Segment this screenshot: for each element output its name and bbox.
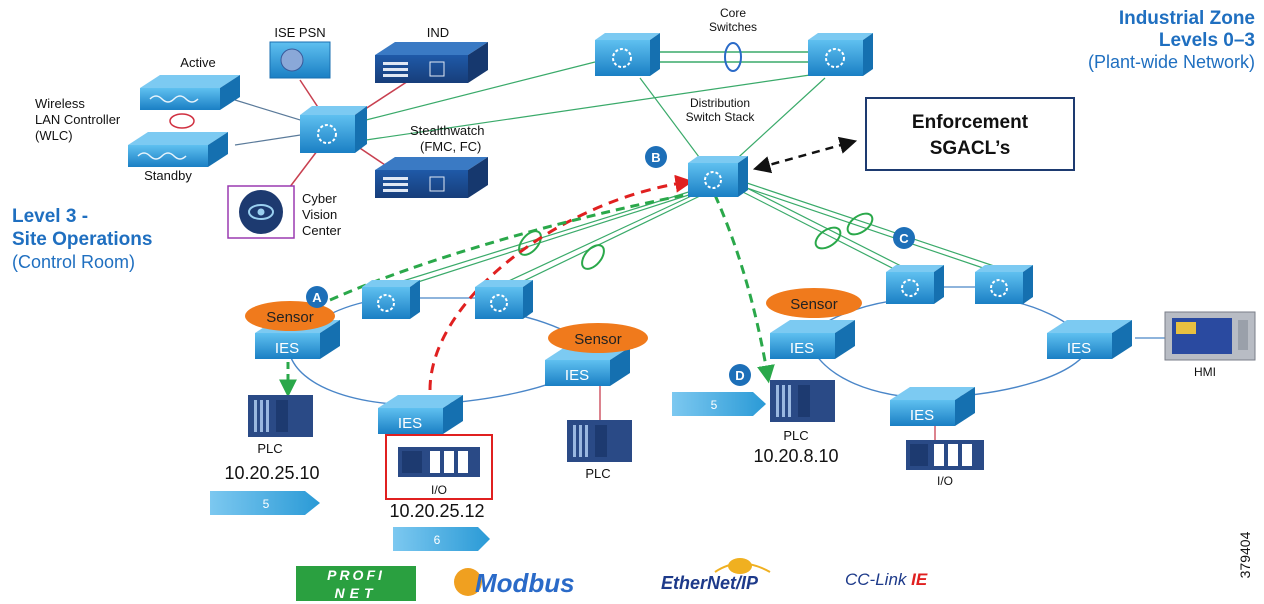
step-6-label: 6 bbox=[434, 533, 441, 547]
ethernetip-text: EtherNet/IP bbox=[661, 573, 759, 593]
wlc-active bbox=[140, 75, 240, 110]
zone-title: Industrial Zone bbox=[1119, 8, 1255, 29]
access-switch-left-b bbox=[475, 280, 533, 319]
zone-subtitle: (Plant-wide Network) bbox=[1088, 52, 1255, 72]
plc-left-label: PLC bbox=[257, 441, 282, 456]
io-label: I/O bbox=[431, 483, 447, 497]
sensor-right bbox=[766, 288, 862, 318]
enforcement-label: Enforcement bbox=[912, 112, 1029, 133]
sensor-left-label: Sensor bbox=[266, 309, 314, 326]
profinet-logo bbox=[296, 566, 416, 601]
ise-psn-label: ISE PSN bbox=[274, 25, 325, 40]
ies-bottom-label: IES bbox=[398, 415, 422, 432]
access-switch-right-b bbox=[975, 265, 1033, 304]
cvc-label-3: Center bbox=[302, 223, 342, 238]
link-bundles bbox=[169, 42, 874, 270]
level3-site-operations: Site Operations bbox=[12, 229, 152, 250]
io-module-highlight bbox=[385, 434, 493, 500]
wlc-standby bbox=[128, 132, 228, 167]
sgacl-label: SGACL’s bbox=[930, 138, 1011, 159]
sensor-middle-label: Sensor bbox=[574, 331, 622, 348]
marker-a-label: A bbox=[312, 290, 322, 305]
wlc-active-label: Active bbox=[180, 55, 215, 70]
ies-middle-label: IES bbox=[565, 367, 589, 384]
ies-io-right-label: IES bbox=[910, 407, 934, 424]
ind-appliance bbox=[375, 42, 488, 83]
marker-d-label: D bbox=[735, 368, 744, 383]
marker-d bbox=[729, 364, 751, 386]
step-arrow-5-right bbox=[672, 392, 766, 416]
dist-label-2: Switch Stack bbox=[686, 110, 756, 124]
ies-right-label: IES bbox=[790, 340, 814, 357]
figure-id: 379404 bbox=[1237, 531, 1253, 578]
core-label-1: Core bbox=[720, 6, 746, 20]
level3-title: Level 3 - bbox=[12, 206, 88, 227]
modbus-text: Modbus bbox=[475, 568, 575, 598]
hmi-panel bbox=[1164, 311, 1256, 361]
step-arrow-5-left bbox=[210, 491, 320, 515]
cvc-label-1: Cyber bbox=[302, 191, 337, 206]
core-switch-left bbox=[595, 33, 660, 76]
plc-middle-label: PLC bbox=[585, 466, 610, 481]
sensor-right-label: Sensor bbox=[790, 296, 838, 313]
ies-switch-middle bbox=[545, 347, 630, 386]
stealthwatch-label: Stealthwatch bbox=[410, 123, 484, 138]
stealthwatch-sublabel: (FMC, FC) bbox=[420, 139, 481, 154]
flow-arrows bbox=[279, 136, 858, 398]
ies-switch-io-right bbox=[890, 387, 975, 426]
zone-levels: Levels 0–3 bbox=[1159, 30, 1255, 51]
access-switch-left-a bbox=[362, 280, 420, 319]
ise-psn-server bbox=[269, 41, 331, 79]
level3-control-room: (Control Room) bbox=[12, 252, 135, 272]
marker-c-label: C bbox=[899, 231, 909, 246]
plc-left-ip: 10.20.25.10 bbox=[224, 463, 319, 483]
profinet-line2: NET bbox=[335, 585, 378, 601]
plc-left bbox=[248, 395, 313, 437]
stealthwatch-appliance bbox=[375, 157, 488, 198]
ies-switch-bottom bbox=[378, 395, 463, 434]
sensor-left bbox=[245, 301, 335, 331]
ethernetip-logo bbox=[714, 558, 771, 574]
io-module-right bbox=[906, 440, 984, 470]
control-room-switch bbox=[300, 106, 367, 153]
core-label-2: Switches bbox=[709, 20, 757, 34]
plc-right-ip: 10.20.8.10 bbox=[753, 446, 838, 466]
marker-c bbox=[893, 227, 915, 249]
plc-middle bbox=[567, 420, 632, 462]
cyber-vision-center bbox=[227, 185, 295, 239]
access-switch-right-a bbox=[886, 265, 944, 304]
ies-switch-right-sensor bbox=[770, 320, 855, 359]
wlc-standby-label: Standby bbox=[144, 168, 192, 183]
ies-hmi-label: IES bbox=[1067, 340, 1091, 357]
plc-right-label: PLC bbox=[783, 428, 808, 443]
dist-label-1: Distribution bbox=[690, 96, 750, 110]
hmi-label: HMI bbox=[1194, 365, 1216, 379]
io-ip: 10.20.25.12 bbox=[389, 501, 484, 521]
profinet-line1: PROFI bbox=[327, 567, 385, 583]
step-5-left-label: 5 bbox=[263, 497, 270, 511]
ies-left-label: IES bbox=[275, 340, 299, 357]
cvc-label-2: Vision bbox=[302, 207, 337, 222]
ind-label: IND bbox=[427, 25, 449, 40]
wlc-label-1: Wireless bbox=[35, 96, 85, 111]
plc-right bbox=[770, 380, 835, 422]
distribution-switch-stack bbox=[688, 156, 748, 197]
ies-switch-hmi bbox=[1047, 320, 1132, 359]
core-switch-right bbox=[808, 33, 873, 76]
marker-a bbox=[306, 286, 328, 308]
wlc-label-2: LAN Controller bbox=[35, 112, 121, 127]
sensor-middle bbox=[548, 323, 648, 353]
enforcement-box bbox=[865, 97, 1075, 171]
marker-b bbox=[645, 146, 667, 168]
modbus-logo bbox=[454, 568, 482, 596]
step-5-right-label: 5 bbox=[711, 398, 718, 412]
marker-b-label: B bbox=[651, 150, 660, 165]
wlc-label-3: (WLC) bbox=[35, 128, 73, 143]
step-arrow-6 bbox=[393, 527, 490, 551]
io-right-label: I/O bbox=[937, 474, 953, 488]
cclink-text: CC-Link IE bbox=[845, 570, 928, 589]
